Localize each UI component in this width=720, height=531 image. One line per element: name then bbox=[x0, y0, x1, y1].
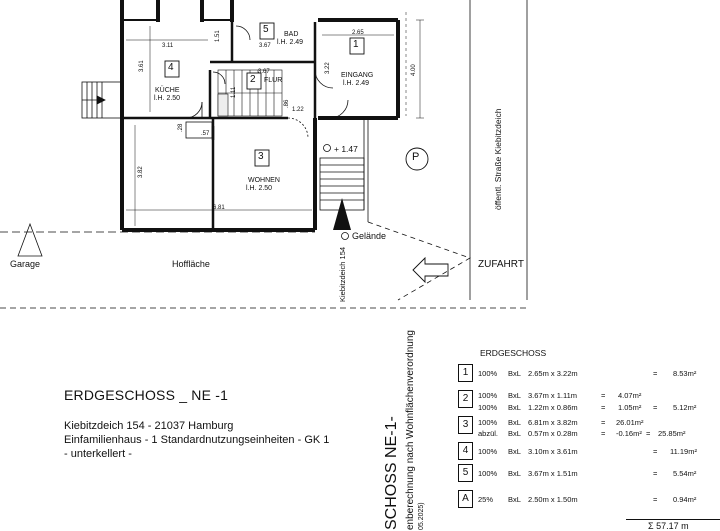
room-number-4: 4 bbox=[168, 62, 174, 73]
site-lines bbox=[0, 0, 528, 309]
room-name-eingang: EINGANG bbox=[341, 72, 374, 79]
room-name-flur: FLUR bbox=[264, 77, 283, 84]
dim-151: 1.51 bbox=[215, 30, 221, 42]
dim-367b: 3.67 bbox=[258, 69, 270, 75]
zufahrt-label: ZUFAHRT bbox=[478, 259, 524, 270]
room-height-eingang: l.H. 2.49 bbox=[343, 80, 370, 87]
calc-box-3: 3 bbox=[458, 416, 473, 434]
calc-box-4: 4 bbox=[458, 442, 473, 460]
room-number-1: 1 bbox=[353, 39, 359, 50]
dim-361: 3.61 bbox=[139, 60, 145, 72]
room-height-bad: l.H. 2.49 bbox=[277, 39, 304, 46]
dim-311: 3.11 bbox=[162, 43, 174, 49]
parking-icon bbox=[405, 147, 429, 171]
room-height-kueche: l.H. 2.50 bbox=[154, 95, 181, 102]
calc-row: abzül. BxL 0.57m x 0.28m = -0.16m² = 25.… bbox=[478, 429, 686, 438]
room-number-5: 5 bbox=[263, 24, 269, 35]
parking-label: P bbox=[412, 151, 420, 163]
calc-box-5: 5 bbox=[458, 464, 473, 482]
level-marker-icon bbox=[323, 144, 331, 152]
calc-row: 100% BxL 6.81m x 3.82m = 26.01m² bbox=[478, 418, 644, 427]
garage-label: Garage bbox=[10, 259, 41, 269]
address-line: Kiebitzdeich 154 - 21037 Hamburg bbox=[64, 420, 234, 432]
dim-265: 2.65 bbox=[352, 30, 364, 36]
dim-367a: 3.67 bbox=[259, 43, 271, 49]
dim-28: .28 bbox=[178, 123, 184, 132]
drawing-title: ERDGESCHOSS _ NE -1 bbox=[64, 387, 229, 403]
level-ground-label: Gelände bbox=[352, 231, 387, 241]
street-label: öffentl. Straße Kiebitzdeich bbox=[493, 108, 503, 210]
vertical-title-small: 05.2025) bbox=[418, 502, 425, 530]
dim-111: 1.11 bbox=[231, 86, 237, 98]
inner-walls bbox=[122, 22, 317, 230]
room-name-kueche: KÜCHE bbox=[155, 87, 180, 94]
calc-header: ERDGESCHOSS bbox=[480, 348, 547, 358]
room-name-wohnen: WOHNEN bbox=[248, 177, 280, 184]
dim-86: .86 bbox=[284, 99, 290, 108]
calc-box-1: 1 bbox=[458, 364, 473, 382]
calc-row: 100% BxL 3.10m x 3.61m = 11.19m² bbox=[478, 447, 697, 456]
calc-row: 25% BxL 2.50m x 1.50m = 0.94m² bbox=[478, 495, 697, 504]
calc-sum-line bbox=[626, 519, 720, 520]
dimension-lines bbox=[126, 12, 424, 226]
calc-row: 100% BxL 3.67m x 1.11m = 4.07m² bbox=[478, 391, 642, 400]
room-name-bad: BAD bbox=[284, 31, 299, 38]
room-number-2: 2 bbox=[250, 74, 256, 85]
calc-sum-fragment: Σ 57.17 m bbox=[648, 521, 689, 531]
garage-marker bbox=[17, 222, 43, 257]
vertical-title-mid: enberechnung nach Wohnflächenverordnung bbox=[405, 330, 416, 530]
room-number-3: 3 bbox=[258, 151, 264, 162]
basement-line: - unterkellert - bbox=[64, 448, 132, 460]
house-number-label: Kiebitzdeich 154 bbox=[338, 246, 347, 302]
calc-box-a: A bbox=[458, 490, 473, 508]
vertical-title-big: SCHOSS NE-1- bbox=[383, 416, 400, 530]
dim-57: .57 bbox=[201, 131, 210, 137]
level-top-label: + 1.47 bbox=[334, 144, 358, 154]
dim-400: 4.00 bbox=[411, 64, 417, 76]
building-type-line: Einfamilienhaus - 1 Standardnutzungseinh… bbox=[64, 434, 330, 446]
dim-382: 3.82 bbox=[138, 166, 144, 178]
dim-681: 6.81 bbox=[213, 205, 225, 211]
area-calculation-table: ERDGESCHOSS 1 100% BxL 2.65m x 3.22m = 8… bbox=[458, 340, 720, 531]
room-height-wohnen: l.H. 2.50 bbox=[246, 185, 273, 192]
calc-box-2: 2 bbox=[458, 390, 473, 408]
calc-row: 100% BxL 2.65m x 3.22m = 8.53m² bbox=[478, 369, 697, 378]
ground-level-marker-icon bbox=[341, 232, 349, 240]
porch-stairs bbox=[81, 81, 123, 119]
access-arrow-icon bbox=[412, 256, 449, 284]
hofflaeche-label: Hoffläche bbox=[172, 259, 210, 269]
dim-122: 1.22 bbox=[292, 107, 304, 113]
doors bbox=[185, 25, 349, 139]
calc-row: 100% BxL 3.67m x 1.51m = 5.54m² bbox=[478, 469, 697, 478]
dim-322: 3.22 bbox=[325, 62, 331, 74]
entrance-arrow-icon bbox=[333, 198, 351, 230]
calc-row: 100% BxL 1.22m x 0.86m = 1.05m² = 5.12m² bbox=[478, 403, 697, 412]
